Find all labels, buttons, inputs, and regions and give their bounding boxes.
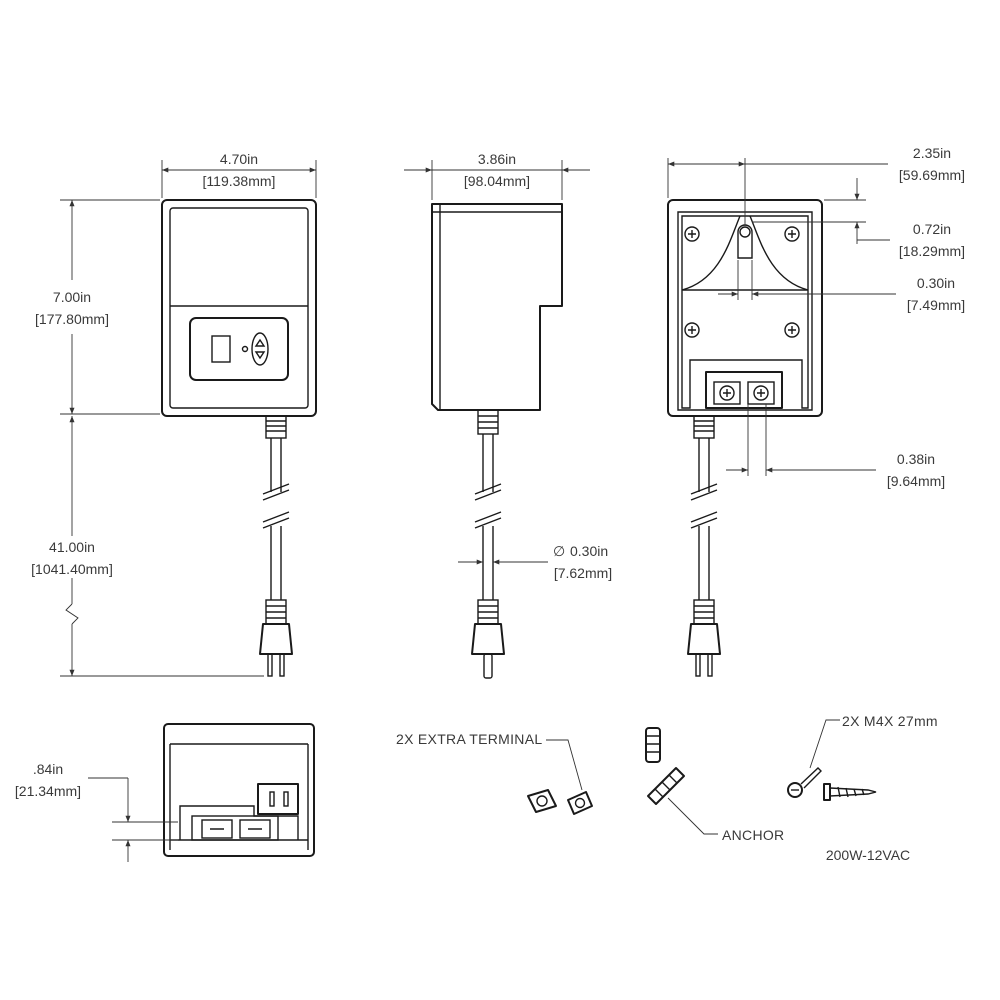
anchor-angled-icon <box>647 767 685 805</box>
power-switch-icon <box>211 335 231 363</box>
front-cord <box>262 438 290 600</box>
keyhole-offset-dimension: 0.72in [18.29mm] <box>752 178 965 259</box>
screw-angled-icon <box>787 767 822 798</box>
side-plug <box>471 599 505 679</box>
keyhole-width-label: 0.30in <box>917 275 955 291</box>
front-width-label: 4.70in <box>220 151 258 167</box>
side-view: 3.86in [98.04mm] ∅ 0.30in [7.62mm] <box>404 151 612 679</box>
side-depth-label: 3.86in <box>478 151 516 167</box>
front-height-dimension: 7.00in [177.80mm] <box>35 199 160 415</box>
front-plug <box>259 599 293 677</box>
terminal-pitch-label: 0.38in <box>897 451 935 467</box>
back-half-width-metric-label: [59.69mm] <box>899 167 965 183</box>
screw-mid-right-icon <box>784 322 800 338</box>
terminal-pitch-dimension: 0.38in [9.64mm] <box>726 404 945 489</box>
terminal-pitch-metric-label: [9.64mm] <box>887 473 945 489</box>
side-cord <box>474 434 502 600</box>
adjust-knob-icon <box>251 332 269 366</box>
screw-top-right-icon <box>784 226 800 242</box>
side-housing-outline <box>431 203 563 411</box>
keyhole-slot <box>737 224 753 259</box>
back-view: 2.35in [59.69mm] 0.72in [18.29mm] 0.30in… <box>667 145 965 677</box>
terminal-part-2-icon <box>567 791 593 815</box>
cord-diameter-metric-label: [7.62mm] <box>554 565 612 581</box>
cord-diameter-symbol: ∅ <box>553 543 565 559</box>
bottom-terminal-block <box>191 815 279 841</box>
control-panel <box>189 317 289 381</box>
anchor-upright-icon <box>645 727 661 763</box>
cord-length-metric-label: [1041.40mm] <box>31 561 113 577</box>
keyhole-width-dimension: 0.30in [7.49mm] <box>718 260 965 313</box>
keyhole-width-metric-label: [7.49mm] <box>907 297 965 313</box>
cord-diameter-label: 0.30in <box>570 543 608 559</box>
side-strain-relief <box>477 409 499 435</box>
keyhole-offset-label: 0.72in <box>913 221 951 237</box>
extra-terminals: 2X EXTRA TERMINAL <box>396 731 593 815</box>
indicator-led-icon <box>241 345 249 353</box>
screw-mid-left-icon <box>684 322 700 338</box>
bottom-housing-outline <box>163 723 315 857</box>
outlet-receptacle-icon <box>257 783 299 815</box>
back-half-width-label: 2.35in <box>913 145 951 161</box>
front-strain-relief <box>265 415 287 439</box>
bottom-view: .84in [21.34mm] <box>15 723 315 862</box>
model-label: 200W-12VAC <box>826 847 910 863</box>
terminal-part-1-icon <box>527 789 557 813</box>
anchors: ANCHOR <box>645 727 784 843</box>
front-view: 4.70in [119.38mm] 7.00in [177.80mm] 41.0… <box>31 151 317 677</box>
bottom-offset-label: .84in <box>33 761 63 777</box>
bottom-offset-dimension: .84in [21.34mm] <box>15 761 178 862</box>
front-housing-inner <box>169 207 309 409</box>
screws: 2X M4X 27mm <box>787 713 938 801</box>
screw-horizontal-icon <box>823 783 877 801</box>
extra-terminal-label: 2X EXTRA TERMINAL <box>396 731 542 747</box>
front-height-label: 7.00in <box>53 289 91 305</box>
anchor-label: ANCHOR <box>722 827 784 843</box>
bottom-offset-metric-label: [21.34mm] <box>15 783 81 799</box>
keyhole-offset-metric-label: [18.29mm] <box>899 243 965 259</box>
terminal-block <box>705 371 783 409</box>
cord-length-label: 41.00in <box>49 539 95 555</box>
cord-diameter-dimension: ∅ 0.30in [7.62mm] <box>458 543 612 581</box>
cord-length-dimension: 41.00in [1041.40mm] <box>31 416 264 677</box>
back-cord <box>690 438 718 600</box>
front-width-metric-label: [119.38mm] <box>203 173 276 189</box>
side-depth-dimension: 3.86in [98.04mm] <box>404 151 590 200</box>
back-plug <box>687 599 721 677</box>
front-housing-outline <box>161 199 317 417</box>
side-depth-metric-label: [98.04mm] <box>464 173 530 189</box>
back-strain-relief <box>693 415 715 439</box>
back-half-width-dimension: 2.35in [59.69mm] <box>667 145 965 226</box>
front-width-dimension: 4.70in [119.38mm] <box>161 151 317 198</box>
front-height-metric-label: [177.80mm] <box>35 311 109 327</box>
screw-label: 2X M4X 27mm <box>842 713 938 729</box>
screw-top-left-icon <box>684 226 700 242</box>
